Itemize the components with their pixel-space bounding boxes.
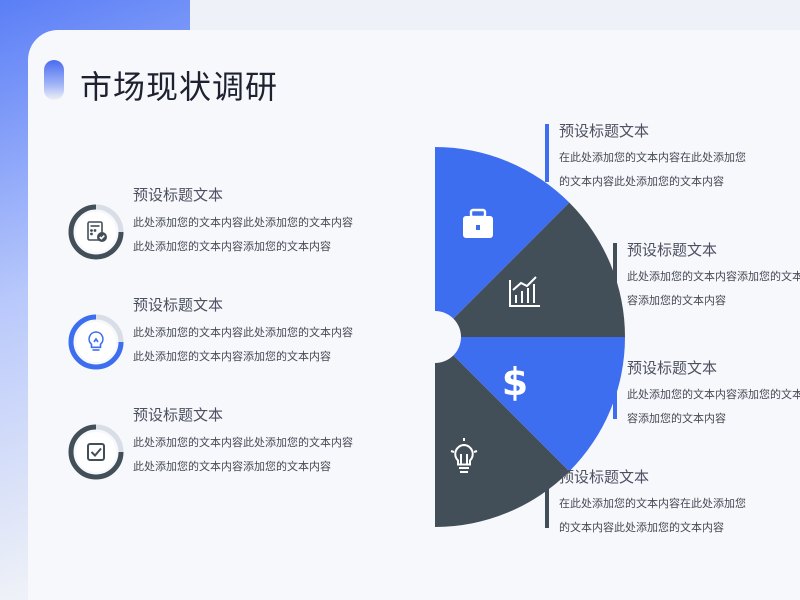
- fan-segment: [435, 337, 625, 472]
- right-item-title: 预设标题文本: [627, 241, 718, 259]
- right-item-body: 在此处添加您的文本内容在此处添加您的文本内容此处添加您的文本内容: [559, 151, 746, 188]
- left-item: 预设标题文本 此处添加您的文本内容此处添加您的文本内容此处添加您的文本内容添加您…: [68, 184, 368, 274]
- dollar-icon: $: [502, 360, 528, 404]
- bar-chart-icon: [509, 276, 540, 307]
- right-item-title: 预设标题文本: [559, 468, 650, 486]
- left-item-title: 预设标题文本: [133, 296, 224, 314]
- right-item-bar: [545, 124, 549, 182]
- page-title: 市场现状调研: [80, 68, 279, 106]
- right-item-bar: [545, 470, 549, 528]
- right-item-body: 此处添加您的文本内容添加您的文本内容添加您的文本内容: [627, 388, 800, 425]
- right-item-bar: [613, 361, 617, 419]
- left-item: 预设标题文本 此处添加您的文本内容此处添加您的文本内容此处添加您的文本内容添加您…: [68, 404, 368, 494]
- left-item-body: 此处添加您的文本内容此处添加您的文本内容此处添加您的文本内容添加您的文本内容: [133, 326, 353, 363]
- right-item-title: 预设标题文本: [559, 122, 650, 140]
- content-card: [28, 30, 800, 600]
- fan-segment: [435, 147, 570, 337]
- right-item-bar: [613, 243, 617, 301]
- right-item-body: 此处添加您的文本内容添加您的文本内容添加您的文本内容: [627, 270, 800, 307]
- left-item-ring: [68, 204, 124, 260]
- fan-segment: [435, 202, 625, 337]
- right-item-title: 预设标题文本: [627, 359, 718, 377]
- lightbulb-icon: [450, 438, 478, 473]
- fan-segment: [435, 337, 570, 527]
- left-item-title: 预设标题文本: [133, 186, 224, 204]
- left-item-ring: [68, 314, 124, 370]
- left-item-ring: [68, 424, 124, 480]
- fan-center: [409, 311, 461, 363]
- left-item: 预设标题文本 此处添加您的文本内容此处添加您的文本内容此处添加您的文本内容添加您…: [68, 294, 368, 384]
- calculator-check-icon: [87, 221, 107, 242]
- left-item-body: 此处添加您的文本内容此处添加您的文本内容此处添加您的文本内容添加您的文本内容: [133, 216, 353, 253]
- left-item-title: 预设标题文本: [133, 406, 224, 424]
- right-item-body: 在此处添加您的文本内容在此处添加您的文本内容此处添加您的文本内容: [559, 497, 746, 534]
- briefcase-icon: [463, 208, 493, 238]
- left-item-body: 此处添加您的文本内容此处添加您的文本内容此处添加您的文本内容添加您的文本内容: [133, 436, 353, 473]
- checkbox-icon: [87, 443, 105, 461]
- title-accent: [44, 60, 64, 100]
- lightbulb-icon: [88, 331, 104, 351]
